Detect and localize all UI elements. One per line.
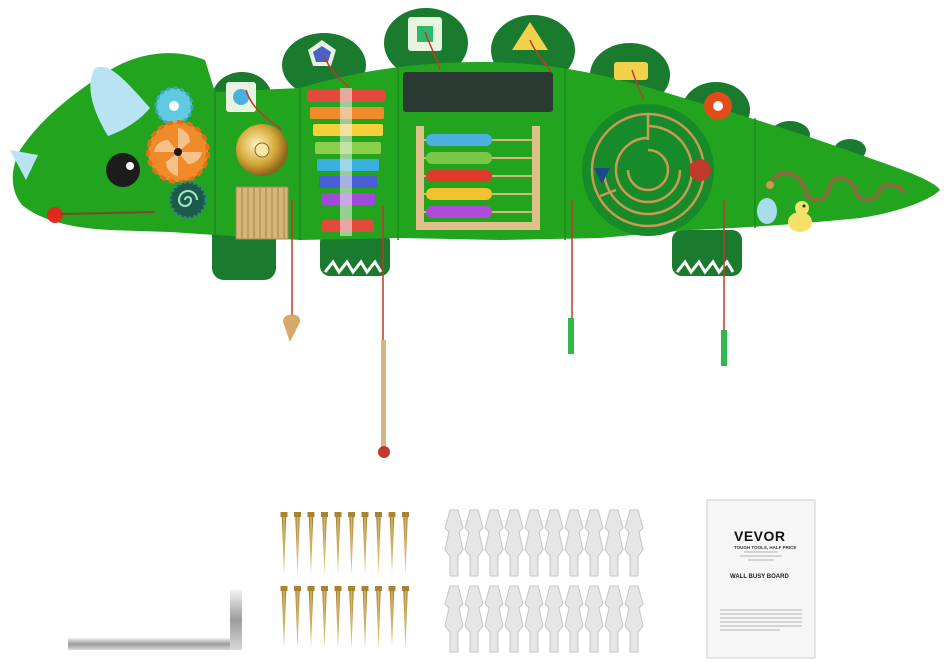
allen-key bbox=[68, 590, 242, 650]
screw bbox=[402, 512, 409, 574]
screw bbox=[375, 512, 382, 574]
horn-icon bbox=[90, 66, 150, 136]
pull-strings bbox=[282, 200, 727, 458]
wall-anchor bbox=[484, 509, 504, 577]
wall-anchor bbox=[464, 509, 484, 577]
duck-icon[interactable] bbox=[788, 201, 812, 232]
gear-icon[interactable] bbox=[154, 86, 194, 126]
pinwheel-icon[interactable] bbox=[146, 120, 210, 184]
stylus-pull bbox=[568, 318, 574, 354]
screw bbox=[280, 512, 288, 574]
nose-horn-icon bbox=[10, 150, 38, 180]
wall-anchors bbox=[444, 509, 644, 653]
wall-anchor bbox=[504, 509, 524, 577]
wall-anchor bbox=[544, 585, 564, 653]
bell-icon[interactable] bbox=[236, 124, 288, 176]
wooden-slats[interactable] bbox=[235, 186, 289, 240]
screw bbox=[334, 512, 342, 574]
manual-tagline: TOUGH TOOLS, HALF PRICE bbox=[734, 545, 797, 550]
chalkboard[interactable] bbox=[403, 72, 553, 112]
wooden-heart-pull bbox=[282, 314, 301, 342]
screw bbox=[361, 586, 369, 648]
screw bbox=[307, 586, 315, 648]
wall-anchor bbox=[544, 509, 564, 577]
screws bbox=[280, 512, 409, 648]
screw bbox=[375, 586, 382, 648]
wall-anchor bbox=[464, 585, 484, 653]
wall-anchor bbox=[624, 509, 644, 577]
screw bbox=[388, 512, 396, 574]
wall-anchor bbox=[444, 509, 464, 577]
abacus-icon[interactable] bbox=[416, 126, 540, 230]
spiral-gear-icon[interactable] bbox=[168, 180, 208, 220]
xylophone-icon[interactable] bbox=[307, 88, 385, 236]
wall-anchor bbox=[584, 585, 604, 653]
wall-anchor bbox=[584, 509, 604, 577]
wall-anchor bbox=[444, 585, 464, 653]
manual-title: WALL BUSY BOARD bbox=[730, 574, 789, 580]
screw bbox=[348, 512, 355, 574]
wall-anchor bbox=[624, 585, 644, 653]
mallet-handle bbox=[381, 340, 386, 448]
wall-anchor bbox=[524, 585, 544, 653]
screw bbox=[402, 586, 409, 648]
wall-anchor bbox=[564, 509, 584, 577]
screw bbox=[334, 586, 342, 648]
instruction-manual bbox=[706, 499, 816, 659]
screw bbox=[388, 586, 396, 648]
eye-icon bbox=[106, 153, 140, 187]
wall-anchor bbox=[504, 585, 524, 653]
egg-icon[interactable] bbox=[757, 198, 777, 224]
screw bbox=[307, 512, 315, 574]
screw bbox=[280, 586, 288, 648]
snake-track-icon[interactable] bbox=[766, 171, 907, 203]
wall-anchor bbox=[604, 585, 624, 653]
shape-tiles[interactable] bbox=[226, 17, 732, 120]
wall-anchor bbox=[484, 585, 504, 653]
screw bbox=[294, 512, 301, 574]
wall-anchor bbox=[564, 585, 584, 653]
mallet-head bbox=[378, 446, 390, 458]
screw bbox=[348, 586, 355, 648]
wall-anchor bbox=[604, 509, 624, 577]
wall-anchor bbox=[524, 509, 544, 577]
screw bbox=[294, 586, 301, 648]
screw bbox=[321, 586, 328, 648]
stylus-pull bbox=[721, 330, 727, 366]
dinosaur-busy-board bbox=[10, 8, 941, 280]
manual-brand: VEVOR bbox=[734, 528, 786, 544]
maze-icon[interactable] bbox=[582, 104, 714, 236]
screw bbox=[321, 512, 328, 574]
screw bbox=[361, 512, 369, 574]
nostril-button[interactable] bbox=[47, 207, 63, 223]
